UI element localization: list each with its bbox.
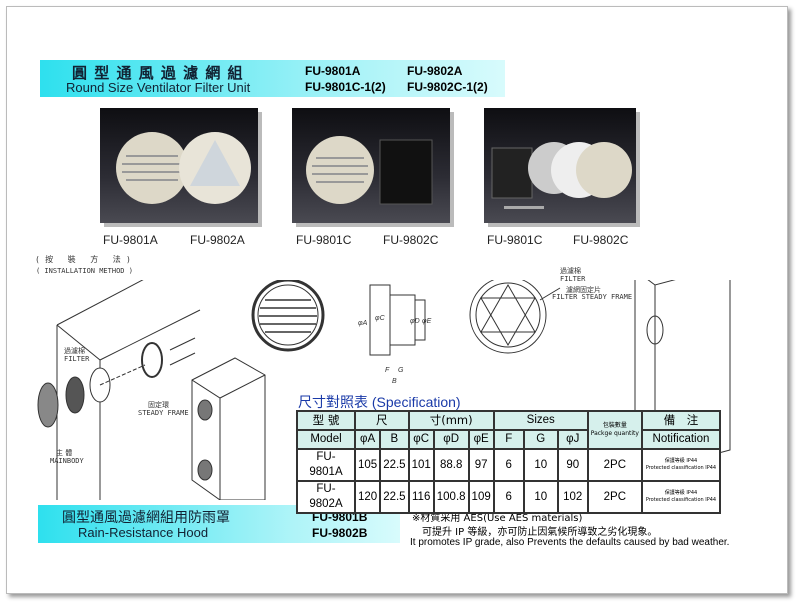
install-title-zh: (按 裝 方 法) — [36, 255, 136, 264]
hood-title-zh: 圓型通風過濾網組用防雨罩 — [62, 510, 230, 526]
cell: 97 — [467, 448, 495, 482]
cell: 10 — [522, 448, 559, 482]
dim-label: G — [398, 367, 404, 374]
dim-label: F — [385, 367, 390, 374]
spec-title-en: (Specification) — [371, 394, 461, 410]
cell: 88.8 — [432, 448, 470, 482]
photo-label: FU-9802C — [573, 233, 629, 247]
material-line-3: It promotes IP grade, also Prevents the … — [410, 537, 730, 548]
main-label-en: MAINBODY — [50, 457, 84, 465]
col-header: φD — [432, 429, 470, 450]
cell: 105 — [353, 448, 382, 482]
table-row: FU-9801A 105 22.5 101 88.8 97 6 10 90 2P… — [296, 448, 721, 482]
dim-label: φE — [422, 318, 432, 325]
col-header: φE — [467, 429, 495, 450]
dim-label: B — [392, 378, 397, 385]
col-header: G — [522, 429, 559, 450]
model-2: FU-9802A — [407, 64, 463, 78]
size-header-zh1: 尺 — [354, 410, 410, 431]
spec-title-zh: 尺寸對照表 — [298, 395, 368, 411]
model-1: FU-9801A — [305, 64, 361, 78]
cell: 109 — [467, 480, 495, 514]
main-label-zh: 主 體 — [56, 449, 73, 457]
model-header-zh: 型 號 — [296, 410, 356, 431]
photo-label: FU-9801A — [103, 233, 158, 247]
install-title-en: ( INSTALLATION METHOD ) — [36, 267, 133, 275]
table-row: FU-9802A 120 22.5 116 100.8 109 6 10 102… — [296, 480, 721, 514]
cell-pkg: 2PC — [586, 480, 643, 514]
cell: 102 — [556, 480, 589, 514]
col-header: F — [492, 429, 525, 450]
title-band — [40, 60, 505, 97]
title-zh: 圓 型 通 風 過 濾 網 組 — [72, 64, 244, 82]
filter-frame-label-en: FILTER STEADY FRAME — [552, 293, 633, 301]
col-header: φA — [353, 429, 382, 450]
material-line-1: ※材質采用 AES(Use AES materials) — [412, 513, 583, 524]
photo-label: FU-9801C — [296, 233, 352, 247]
material-line-2: 可提升 IP 等級，亦可防止因氣候所導致之劣化現象。 — [422, 527, 658, 538]
photo-label: FU-9802C — [383, 233, 439, 247]
filter-frame-label-zh: 濾網固定片 — [566, 286, 601, 294]
dim-label: φA — [358, 320, 368, 327]
cell: 6 — [492, 448, 525, 482]
col-header: φC — [407, 429, 435, 450]
cell-model: FU-9802A — [296, 480, 356, 514]
cell-pkg: 2PC — [586, 448, 643, 482]
cell: 6 — [492, 480, 525, 514]
filter-label-en: FILTER — [64, 355, 90, 363]
dim-label: φD — [410, 318, 420, 325]
cell: 22.5 — [379, 480, 410, 514]
note-zh: 保護等級 IP44 — [664, 458, 698, 464]
size-header-zh2: 寸(mm) — [407, 410, 495, 431]
col-header: B — [379, 429, 410, 450]
product-photo-1 — [100, 108, 258, 223]
filter2-label-zh: 過濾棉 — [560, 267, 581, 275]
dim-label: φC — [375, 315, 385, 322]
hood-model-2: FU-9802B — [312, 526, 368, 540]
frame-label-en: STEADY FRAME — [138, 409, 189, 417]
note-en: Protected classification IP44 — [645, 497, 717, 503]
cell: 90 — [556, 448, 589, 482]
hood-title-en: Rain-Resistance Hood — [78, 525, 209, 540]
model-header-en: Model — [296, 429, 356, 450]
cell: 120 — [353, 480, 382, 514]
filter-label-zh: 過濾棉 — [64, 347, 85, 355]
pkg-header-en: Packge quantity — [590, 430, 639, 437]
note-en: Protected classification IP44 — [645, 465, 717, 471]
cell: 101 — [407, 448, 435, 482]
cell: 10 — [522, 480, 559, 514]
product-photo-3 — [484, 108, 636, 223]
page-frame — [6, 6, 788, 594]
product-photo-2 — [292, 108, 450, 223]
cell: 100.8 — [432, 480, 470, 514]
photo-label: FU-9802A — [190, 233, 245, 247]
size-header-en: Sizes — [492, 410, 589, 431]
col-header: φJ — [556, 429, 589, 450]
frame-label-zh: 固定環 — [148, 401, 169, 409]
photo-label: FU-9801C — [487, 233, 543, 247]
model-3: FU-9801C-1(2) — [305, 80, 386, 94]
spec-title: 尺寸對照表 (Specification) — [298, 392, 461, 412]
pkg-header-zh: 包裝數量 — [602, 422, 627, 429]
note-header-zh: 備 注 — [640, 410, 721, 431]
cell: 22.5 — [379, 448, 410, 482]
cell: 116 — [407, 480, 435, 514]
model-4: FU-9802C-1(2) — [407, 80, 488, 94]
note-zh: 保護等級 IP44 — [664, 490, 698, 496]
title-en: Round Size Ventilator Filter Unit — [66, 80, 251, 95]
cell-model: FU-9801A — [296, 448, 356, 482]
note-header-en: Notification — [640, 429, 721, 450]
filter2-label-en: FILTER — [560, 275, 586, 283]
